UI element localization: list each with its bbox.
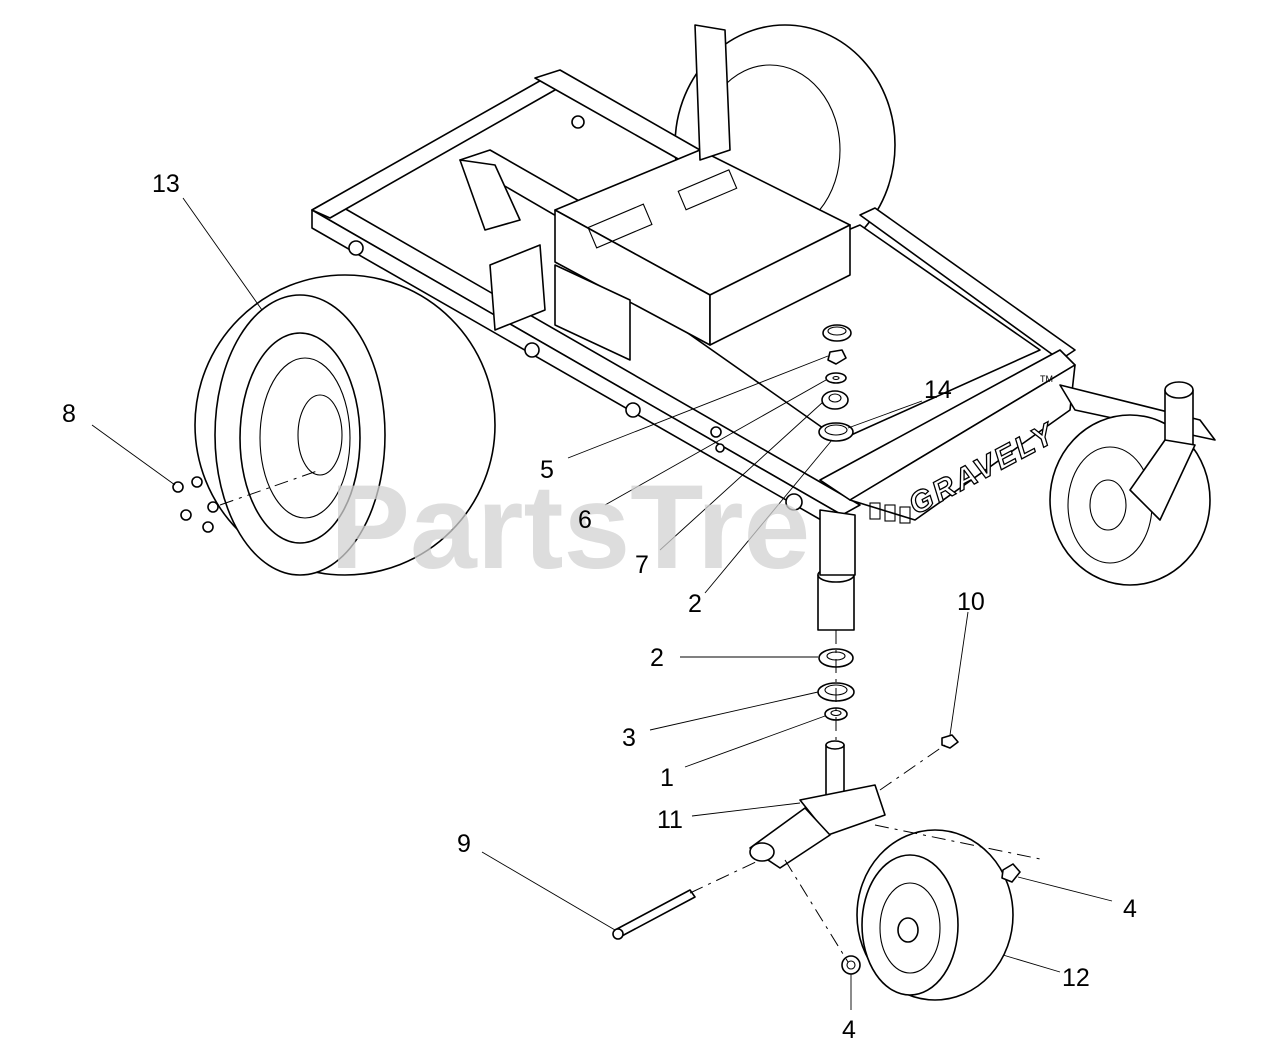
callout-11: 11 xyxy=(657,806,683,834)
front-caster-wheel xyxy=(856,829,1014,1001)
callout-6: 6 xyxy=(578,506,592,534)
part-caster-fork xyxy=(749,740,886,869)
callout-2-upper: 2 xyxy=(688,590,702,618)
part-nut-top xyxy=(827,349,847,365)
part-bearing-cup xyxy=(818,422,854,442)
callout-13: 13 xyxy=(152,170,180,198)
callout-5: 5 xyxy=(540,456,554,484)
part-washer-top xyxy=(825,372,847,384)
part-seal-top xyxy=(822,324,852,342)
part-wheel-nut-bottom xyxy=(841,955,861,975)
part-wheel-nut-right xyxy=(1001,863,1021,883)
callout-4-right: 4 xyxy=(1123,895,1137,923)
callout-10: 10 xyxy=(957,588,985,616)
part-axle-bolt xyxy=(612,889,696,940)
front-right-caster-wheel xyxy=(1049,381,1211,586)
rear-left-wheel xyxy=(194,274,496,576)
leader-lines xyxy=(91,197,1113,1010)
part-lug-nuts xyxy=(172,476,219,533)
watermark: PartsTre xyxy=(330,460,810,594)
callout-12: 12 xyxy=(1062,964,1090,992)
assembly-lines xyxy=(219,469,1046,963)
callouts: 13 8 5 6 7 2 14 2 3 1 11 9 10 4 12 4 xyxy=(62,170,1137,1044)
callout-1: 1 xyxy=(660,764,674,792)
part-bearing-top xyxy=(821,390,849,410)
trademark-text: TM xyxy=(1040,374,1053,384)
callout-4-bottom: 4 xyxy=(842,1016,856,1044)
callout-8: 8 xyxy=(62,400,76,428)
callout-2-lower: 2 xyxy=(650,644,664,672)
callout-3: 3 xyxy=(622,724,636,752)
callout-9: 9 xyxy=(457,830,471,858)
part-axle-nut xyxy=(941,734,959,749)
callout-14: 14 xyxy=(924,376,952,404)
callout-7: 7 xyxy=(635,551,649,579)
